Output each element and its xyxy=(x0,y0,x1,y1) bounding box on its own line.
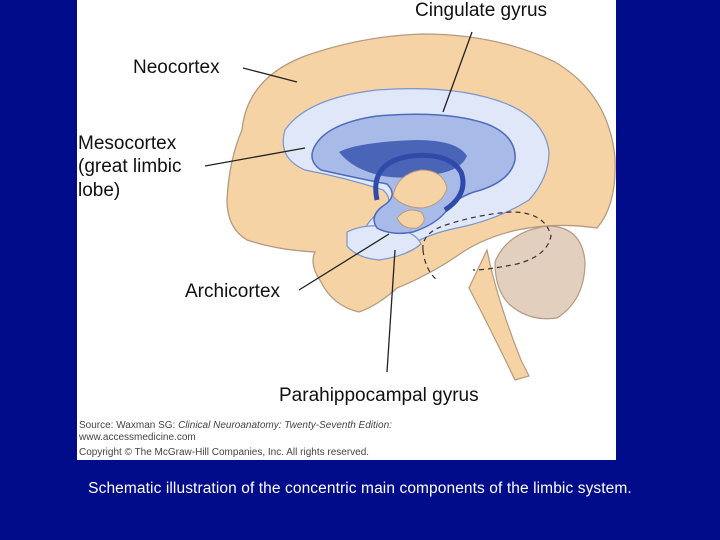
label-archicortex: Archicortex xyxy=(185,281,281,302)
label-mesocortex-line2: (great limbic xyxy=(78,156,182,177)
label-mesocortex-line3: lobe) xyxy=(78,180,121,201)
source-copyright: Copyright © The McGraw-Hill Companies, I… xyxy=(79,447,370,458)
cerebellum xyxy=(494,225,586,320)
label-parahippocampal-gyrus: Parahippocampal gyrus xyxy=(279,385,479,406)
fornix-arc xyxy=(373,152,466,213)
leader-parahippocampal xyxy=(386,249,396,373)
source-prefix: Source: Waxman SG: xyxy=(79,420,179,431)
leader-neocortex xyxy=(242,67,298,83)
dashed-outline-2 xyxy=(422,249,438,281)
thalamus-region xyxy=(392,169,448,209)
leader-archicortex xyxy=(298,233,390,291)
brainstem xyxy=(468,248,530,381)
label-mesocortex-line1: Mesocortex xyxy=(78,133,177,154)
leader-mesocortex xyxy=(204,147,306,167)
slide-caption: Schematic illustration of the concentric… xyxy=(88,480,632,497)
source-book: Clinical Neuroanatomy: Twenty-Seventh Ed… xyxy=(178,420,392,431)
leader-cingulate xyxy=(442,31,473,113)
source-url: www.accessmedicine.com xyxy=(79,432,196,443)
hippocampus-curl xyxy=(396,209,425,229)
label-cingulate-gyrus: Cingulate gyrus xyxy=(415,0,548,21)
label-neocortex: Neocortex xyxy=(133,57,220,78)
brain-figure: Cingulate gyrus Neocortex Mesocortex (gr… xyxy=(77,0,616,460)
source-line: Source: Waxman SG: Clinical Neuroanatomy… xyxy=(79,420,392,431)
brain-illustration xyxy=(204,31,616,381)
